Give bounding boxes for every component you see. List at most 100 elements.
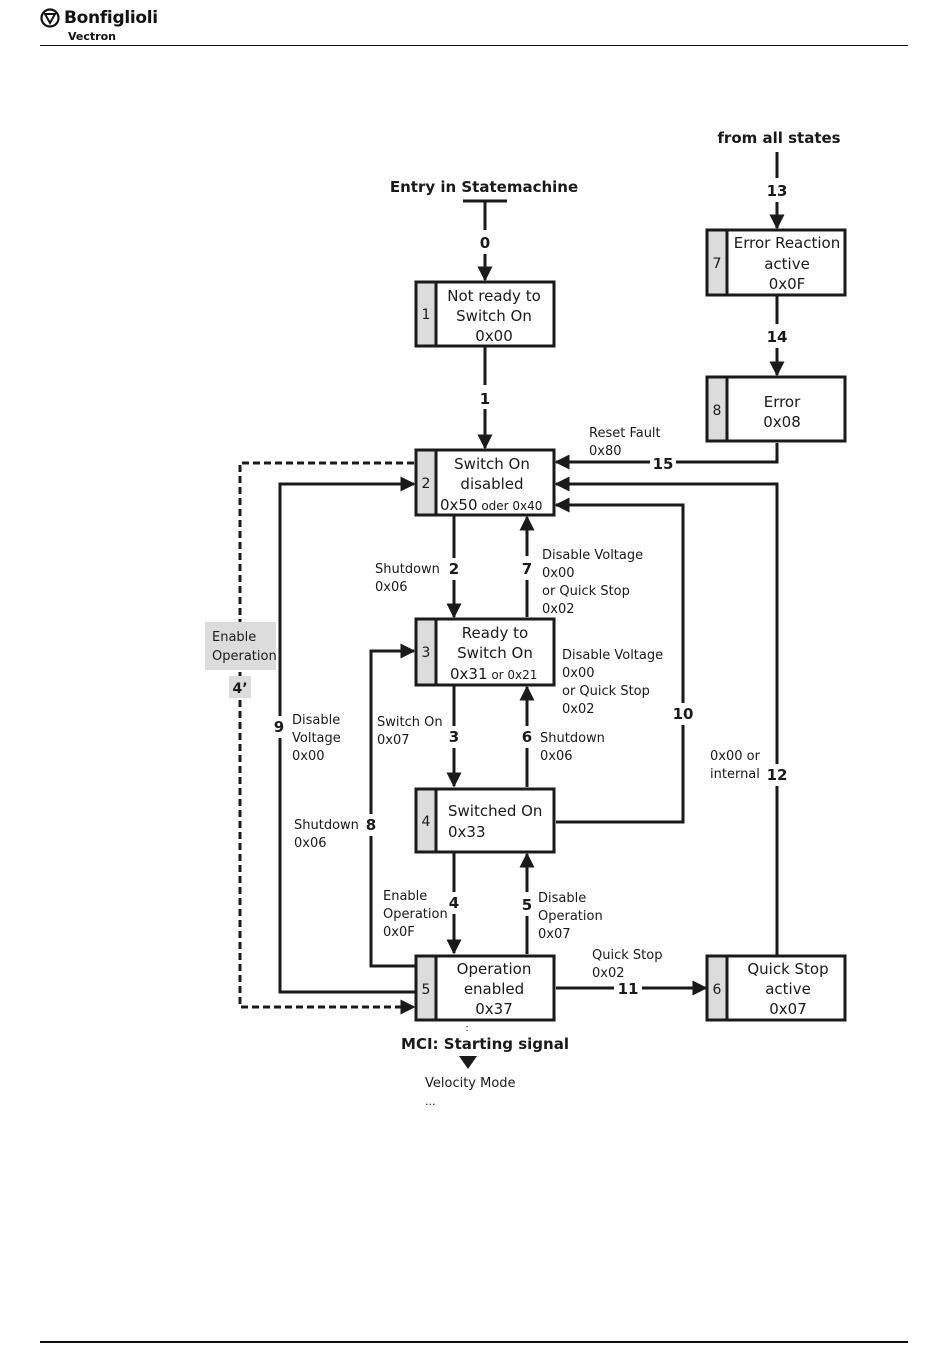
reset-fault-label-1: Reset Fault [589,426,661,441]
disable-operation-5-label-2: Operation [538,909,603,924]
transition-5-number: 5 [522,896,532,914]
state-6-line-1: Quick Stop [747,960,828,978]
state-2-line-2: disabled [460,475,523,493]
transition-3-number: 3 [449,728,459,746]
state-3-number: 3 [422,645,431,661]
transition-9-arrow [278,476,416,716]
header-rule [40,45,908,46]
state-3-line-2: Switch On [457,644,533,662]
disable-voltage-10-label-1: Disable Voltage [562,648,663,663]
state-5-number: 5 [422,982,431,998]
enable-operation-4-label-3: 0x0F [383,925,415,940]
transition-numbers: 0 1 13 14 15 2 7 3 6 4 5 8 9 10 11 12 [274,182,788,998]
state-2-number: 2 [422,476,431,492]
quick-stop-11-label-1: Quick Stop [592,948,662,963]
transition-7-number: 7 [522,560,532,578]
transition-13-number: 13 [767,182,788,200]
enable-operation-line-1: Enable [212,630,256,645]
footer-rule [40,1341,908,1343]
switch-on-3-label-2: 0x07 [377,733,410,748]
shutdown-2-label-1: Shutdown [375,562,440,577]
state-8-line-1: Error [764,393,801,411]
state-5-line-2: enabled [464,980,524,998]
state-1-number: 1 [422,307,431,323]
disable-voltage-10-label-2: 0x00 [562,666,595,681]
enable-operation-4-label-2: Operation [383,907,448,922]
mci-dotted-connector: : [465,1023,468,1034]
internal-12-label-1: 0x00 or [710,749,761,764]
state-3-code-main: 0x31 [450,665,488,683]
transition-8-number: 8 [366,816,376,834]
enable-operation-4-label-1: Enable [383,889,427,904]
disable-voltage-10-label-4: 0x02 [562,702,595,717]
transition-12-number: 12 [767,766,788,784]
transition-10-number: 10 [673,705,694,723]
state-1: 1 Not ready to Switch On 0x00 [414,280,556,348]
velocity-mode-label: Velocity Mode [425,1076,516,1091]
sub-brand-name: Vectron [68,30,116,43]
state-2: 2 Switch On disabled 0x50 oder 0x40 [414,448,556,517]
transition-4prime-line-top [238,461,414,622]
state-7-line-1: Error Reaction [734,234,840,252]
quick-stop-11-label-2: 0x02 [592,966,625,981]
state-3-code-extra: or 0x21 [488,668,538,682]
state-7: 7 Error Reaction active 0x0F [705,228,847,297]
transition-10-line-bottom [556,725,685,824]
internal-12-label-2: internal [710,767,760,782]
shutdown-6-label-1: Shutdown [540,731,605,746]
transition-4prime-number: 4’ [232,681,247,697]
state-6: 6 Quick Stop active 0x07 [705,954,847,1022]
transition-1-number: 1 [480,390,490,408]
disable-operation-5-label-3: 0x07 [538,927,571,942]
disable-voltage-9-label-1: Disable [292,713,340,728]
state-6-line-3: 0x07 [769,1000,807,1018]
from-all-states-label: from all states [717,129,840,147]
disable-voltage-7-label-3: or Quick Stop [542,584,630,599]
state-3: 3 Ready to Switch On 0x31 or 0x21 [414,617,556,687]
state-3-code: 0x31 or 0x21 [450,665,537,683]
page-header: Bonfiglioli Vectron [40,8,158,43]
state-6-line-2: active [765,980,811,998]
state-8-number: 8 [713,403,722,419]
transition-12-arrow [554,476,779,764]
state-4-line-2: 0x33 [448,823,486,841]
state-5-line-3: 0x37 [475,1000,513,1018]
transition-8-line-bottom [369,836,415,968]
transition-labels: Reset Fault 0x80 Shutdown 0x06 Disable V… [292,426,761,981]
state-8-line-2: 0x08 [763,413,801,431]
disable-voltage-7-label-1: Disable Voltage [542,548,643,563]
state-1-line-2: Switch On [456,307,532,325]
enable-operation-box [205,622,276,670]
enable-operation-line-2: Operation [212,649,277,664]
brand-name: Bonfiglioli [64,8,158,28]
state-2-code: 0x50 oder 0x40 [440,496,542,514]
state-2-line-1: Switch On [454,455,530,473]
state-1-line-3: 0x00 [475,327,513,345]
state-2-code-extra: oder 0x40 [478,499,543,513]
transition-4-number: 4 [449,894,459,912]
state-7-line-2: active [764,255,810,273]
transition-6-number: 6 [522,728,532,746]
state-8: 8 Error 0x08 [705,375,847,443]
transition-2-number: 2 [449,560,459,578]
transition-8-arrow [369,643,416,814]
disable-voltage-9-label-2: Voltage [292,731,341,746]
velocity-mode-ellipsis: ... [425,1095,436,1108]
shutdown-8-label-2: 0x06 [294,836,327,851]
reset-fault-label-2: 0x80 [589,444,622,459]
shutdown-2-label-2: 0x06 [375,580,408,595]
state-1-line-1: Not ready to [447,287,541,305]
disable-voltage-10-label-3: or Quick Stop [562,684,650,699]
state-4-number: 4 [422,814,431,830]
shutdown-8-label-1: Shutdown [294,818,359,833]
transition-4prime-arrow [238,700,416,1015]
state-6-number: 6 [713,982,722,998]
transition-15-number: 15 [653,455,674,473]
state-3-line-1: Ready to [462,624,528,642]
state-2-code-main: 0x50 [440,496,478,514]
transition-14-number: 14 [767,328,788,346]
state-7-line-3: 0x0F [769,275,806,293]
entry-label: Entry in Statemachine [390,178,578,196]
mci-label: MCI: Starting signal [401,1035,569,1053]
